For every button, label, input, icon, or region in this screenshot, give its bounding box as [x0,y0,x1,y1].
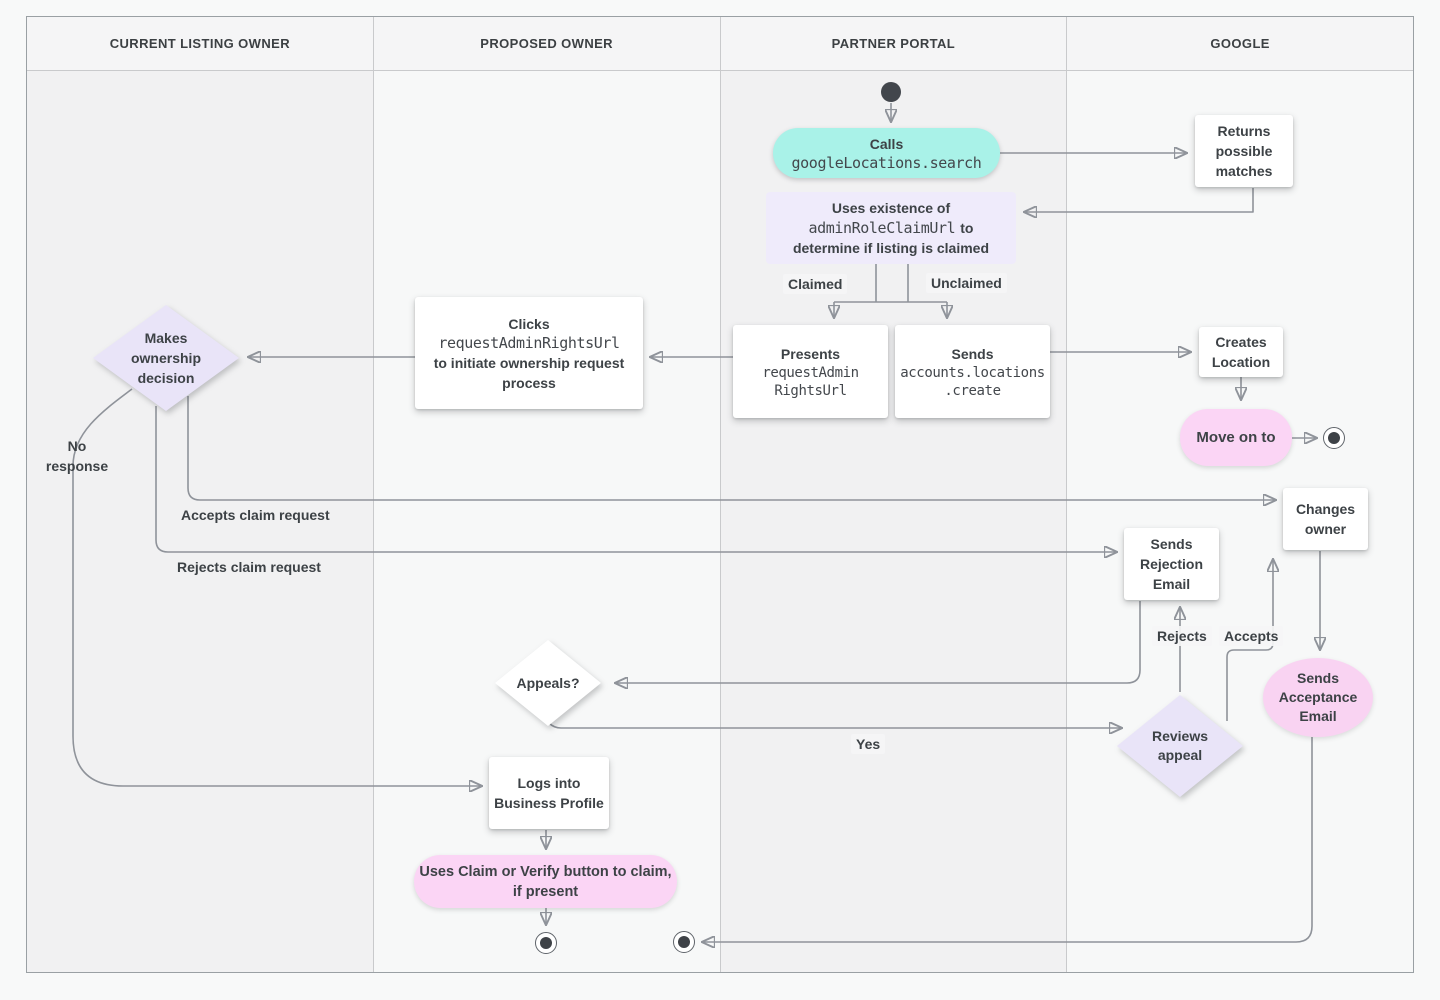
end-node-dot [540,937,552,949]
node-sends-acceptance-email: Sends Acceptance Email [1263,658,1373,737]
node-changes-owner: Changes owner [1283,488,1368,550]
node-appeals-decision: Appeals? [495,640,601,726]
end-node-claim-flow [535,932,557,954]
edge-label-unclaimed: Unclaimed [926,273,1007,293]
node-calls-googlelocations-search: Calls googleLocations.search [773,128,1000,178]
end-node-move-on [1323,427,1345,449]
start-node [881,82,901,102]
end-node-dot [678,936,690,948]
lane-header-partner-portal: PARTNER PORTAL [721,17,1068,70]
lane-header-google: GOOGLE [1210,36,1270,51]
edge-label-accepts: Accepts [1219,626,1284,646]
node-creates-location: Creates Location [1199,327,1283,377]
lane-header-current-listing-owner: CURRENT LISTING OWNER [27,17,374,70]
node-clicks-requestadminrightsurl: Clicks requestAdminRightsUrl to initiate… [415,297,643,409]
lane-proposed-owner [373,71,721,972]
node-claim-check-note: Uses existence of adminRoleClaimUrl to d… [766,192,1016,264]
node-sends-rejection-email: Sends Rejection Email [1124,528,1219,600]
node-returns-possible-matches: Returns possible matches [1195,115,1293,187]
end-node-dot [1328,432,1340,444]
lane-header-row: CURRENT LISTING OWNER PROPOSED OWNER PAR… [27,17,1413,71]
node-makes-ownership-decision: Makes ownership decision [93,305,239,411]
end-node-acceptance-flow [673,931,695,953]
node-move-on-to: Move on to [1180,409,1292,466]
edge-label-yes: Yes [851,734,886,754]
node-reviews-appeal: Reviews appeal [1117,695,1243,797]
edge-label-claimed: Claimed [783,274,848,294]
node-logs-into-business-profile: Logs into Business Profile [489,757,609,829]
node-presents-requestadminrightsurl: Presents requestAdmin RightsUrl [733,325,888,418]
node-sends-accounts-locations-create: Sends accounts.locations .create [895,325,1050,418]
edge-label-rejects-claim-request: Rejects claim request [177,559,321,575]
edge-label-rejects: Rejects [1152,626,1212,646]
edge-label-no-response: No response [45,438,109,474]
lane-header-proposed-owner: PROPOSED OWNER [374,17,721,70]
node-uses-claim-or-verify: Uses Claim or Verify button to claim, if… [414,855,677,908]
edge-label-accepts-claim-request: Accepts claim request [181,507,330,523]
